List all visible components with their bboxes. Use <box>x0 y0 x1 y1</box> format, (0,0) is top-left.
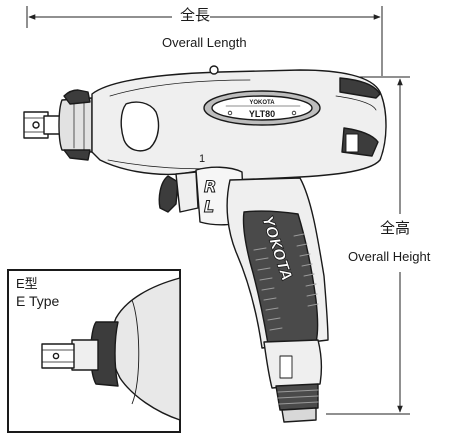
impact-wrench <box>23 65 387 423</box>
nose-section <box>58 89 93 161</box>
height-label-jp: 全高 <box>380 220 411 237</box>
overall-length-dimension <box>26 6 383 76</box>
main-housing <box>91 69 387 181</box>
part-number-label: 1 <box>199 153 206 165</box>
air-inlet <box>275 355 319 423</box>
overall-height-dimension <box>326 76 410 415</box>
height-label-en: Overall Height <box>348 249 431 264</box>
handle-recess <box>120 101 160 152</box>
length-label-jp: 全長 <box>180 7 211 24</box>
inset-detent-pin <box>52 352 60 360</box>
rear-cap <box>335 77 381 157</box>
inset-collar <box>71 339 99 371</box>
trigger <box>158 171 199 213</box>
switch-upper-text: R <box>204 177 216 196</box>
badge-brand-text: YOKOTA <box>249 100 275 106</box>
name-badge <box>203 90 321 126</box>
inset-label-en: E Type <box>16 293 60 309</box>
square-drive <box>23 111 65 139</box>
grip-base <box>263 339 323 389</box>
length-label-en: Overall Length <box>162 35 247 50</box>
inset-e-type <box>7 269 181 433</box>
badge-model-text: YLT80 <box>249 109 275 119</box>
hanger-ring <box>209 65 219 75</box>
switch-lower-text: L <box>204 197 214 216</box>
rubber-grip <box>242 210 319 345</box>
grip-ribs <box>253 233 319 331</box>
inset-label-jp: E型 <box>16 276 38 291</box>
